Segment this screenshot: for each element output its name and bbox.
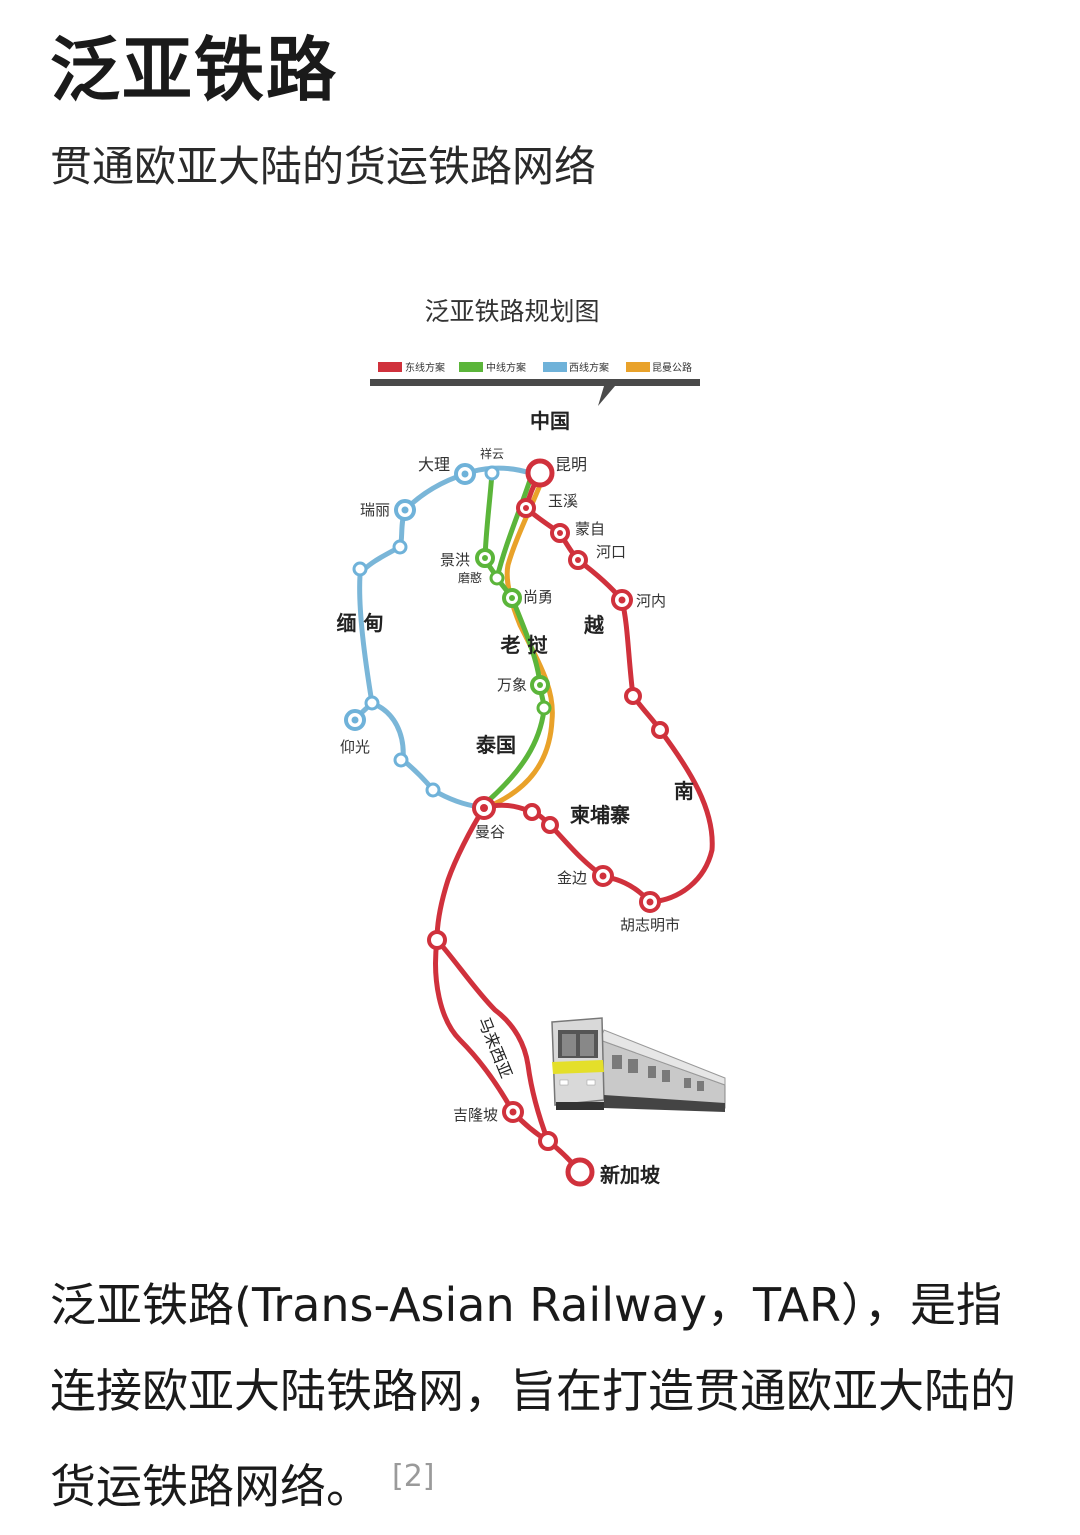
legend-label-highway: 昆曼公路 bbox=[652, 361, 692, 374]
city-hekou: 河口 bbox=[596, 543, 626, 561]
station-mohan-marker bbox=[489, 570, 505, 586]
station-singapore-marker bbox=[565, 1157, 595, 1187]
page-title: 泛亚铁路 bbox=[50, 29, 338, 111]
station-kunming-marker bbox=[525, 458, 555, 488]
legend-swatch-west bbox=[543, 362, 567, 372]
city-mengzi: 蒙自 bbox=[575, 520, 605, 538]
city-bangkok: 曼谷 bbox=[475, 823, 505, 841]
country-cambodia: 柬埔寨 bbox=[570, 803, 630, 827]
country-laos: 老 挝 bbox=[501, 633, 549, 657]
city-labels: 昆明 玉溪 蒙自 河口 河内 祥云 大理 瑞丽 景洪 磨憨 尚勇 万象 仰光 曼… bbox=[340, 447, 680, 1187]
legend-swatch-middle bbox=[459, 362, 483, 372]
station-xiangyun-marker bbox=[484, 465, 500, 481]
railway-map-svg: 泛亚铁路规划图 东线方案 中线方案 西线方案 昆曼公路 bbox=[337, 297, 726, 1187]
legend-pointer-bar bbox=[370, 379, 700, 406]
legend-label-middle: 中线方案 bbox=[486, 361, 526, 374]
legend-label-west: 西线方案 bbox=[569, 361, 609, 374]
country-vietnam-part1: 越 bbox=[583, 613, 605, 637]
station-markers bbox=[344, 458, 669, 1187]
city-hochiminh: 胡志明市 bbox=[620, 916, 680, 934]
city-mohan: 磨憨 bbox=[458, 571, 482, 585]
country-labels: 中国 缅 甸 老 挝 越 南 泰国 柬埔寨 马来西亚 bbox=[337, 409, 694, 1081]
map-title: 泛亚铁路规划图 bbox=[424, 297, 599, 326]
city-yuxi: 玉溪 bbox=[548, 492, 578, 510]
description-text: 泛亚铁路(Trans-Asian Railway，TAR），是指连接欧亚大陆铁路… bbox=[50, 1278, 1016, 1514]
city-xiangyun: 祥云 bbox=[480, 447, 504, 461]
city-vientiane: 万象 bbox=[497, 676, 527, 694]
legend-label-east: 东线方案 bbox=[405, 361, 445, 374]
citation-link[interactable]: [2] bbox=[392, 1459, 435, 1494]
page-subtitle: 贯通欧亚大陆的货运铁路网络 bbox=[50, 142, 597, 191]
country-thailand: 泰国 bbox=[475, 733, 516, 757]
city-ruili: 瑞丽 bbox=[360, 501, 390, 519]
city-jinghong: 景洪 bbox=[440, 551, 470, 569]
legend-swatch-highway bbox=[626, 362, 650, 372]
description-paragraph: 泛亚铁路(Trans-Asian Railway，TAR），是指连接欧亚大陆铁路… bbox=[50, 1262, 1040, 1529]
legend-swatch-east bbox=[378, 362, 402, 372]
train-illustration bbox=[551, 1017, 726, 1112]
country-myanmar: 缅 甸 bbox=[337, 611, 384, 635]
railway-map: 泛亚铁路规划图 东线方案 中线方案 西线方案 昆曼公路 bbox=[300, 260, 760, 1200]
city-kualalumpur: 吉隆坡 bbox=[453, 1106, 498, 1124]
city-dali: 大理 bbox=[418, 455, 450, 474]
city-phnompenh: 金边 bbox=[557, 869, 587, 887]
city-singapore: 新加坡 bbox=[600, 1163, 661, 1187]
city-shangyong: 尚勇 bbox=[523, 588, 553, 606]
city-yangon: 仰光 bbox=[340, 738, 370, 756]
city-hanoi: 河内 bbox=[636, 592, 666, 610]
city-kunming: 昆明 bbox=[555, 455, 587, 474]
country-china: 中国 bbox=[530, 409, 570, 433]
country-vietnam-part2: 南 bbox=[674, 779, 694, 803]
map-legend: 东线方案 中线方案 西线方案 昆曼公路 bbox=[370, 361, 700, 406]
